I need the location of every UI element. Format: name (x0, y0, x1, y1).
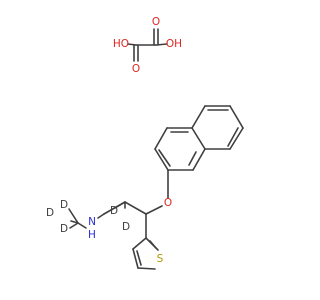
bond (154, 148, 169, 171)
oxalic-carbonyl-bottom-label: O (132, 63, 140, 75)
bond (145, 205, 163, 215)
bond (114, 201, 126, 209)
amine-nitrogen-label: N (88, 216, 96, 228)
bond (227, 127, 239, 147)
bond (124, 201, 147, 215)
deuterium-label: D (46, 207, 54, 219)
thiophene-ring (132, 237, 159, 270)
bond (149, 240, 157, 249)
oxalic-hydroxyl-right-label: OH (166, 38, 182, 50)
bond (127, 43, 137, 46)
bond (68, 208, 79, 224)
molecule-structure-diagram: HO OH O O O N H S D D D D D (46, 16, 244, 270)
bond (188, 151, 197, 166)
bond (229, 127, 244, 150)
ether-oxygen-label: O (164, 197, 172, 209)
deuterium-label: D (122, 221, 130, 233)
naphthalene-ring (154, 105, 244, 171)
bond (132, 237, 147, 250)
bond (137, 267, 156, 270)
bond (229, 105, 244, 129)
deuterium-label: D (110, 205, 118, 217)
bond (77, 222, 87, 229)
bond (192, 148, 206, 171)
deuterium-label: D (60, 223, 68, 235)
bond (191, 127, 206, 150)
oxalic-acid (127, 28, 168, 62)
bond (97, 213, 105, 219)
bond (191, 105, 206, 129)
bond (132, 248, 139, 269)
propyl-chain (68, 169, 169, 239)
amine-hydrogen-label: H (88, 229, 96, 241)
sulfur-label: S (157, 253, 164, 265)
bond (158, 149, 171, 167)
bond (154, 127, 168, 150)
oxalic-carbonyl-top-label: O (152, 16, 160, 28)
bond (136, 250, 142, 266)
bond (70, 220, 79, 224)
oxalic-hydroxyl-left-label: HO (113, 38, 129, 50)
bond (69, 222, 79, 229)
deuterium-label: D (60, 199, 68, 211)
